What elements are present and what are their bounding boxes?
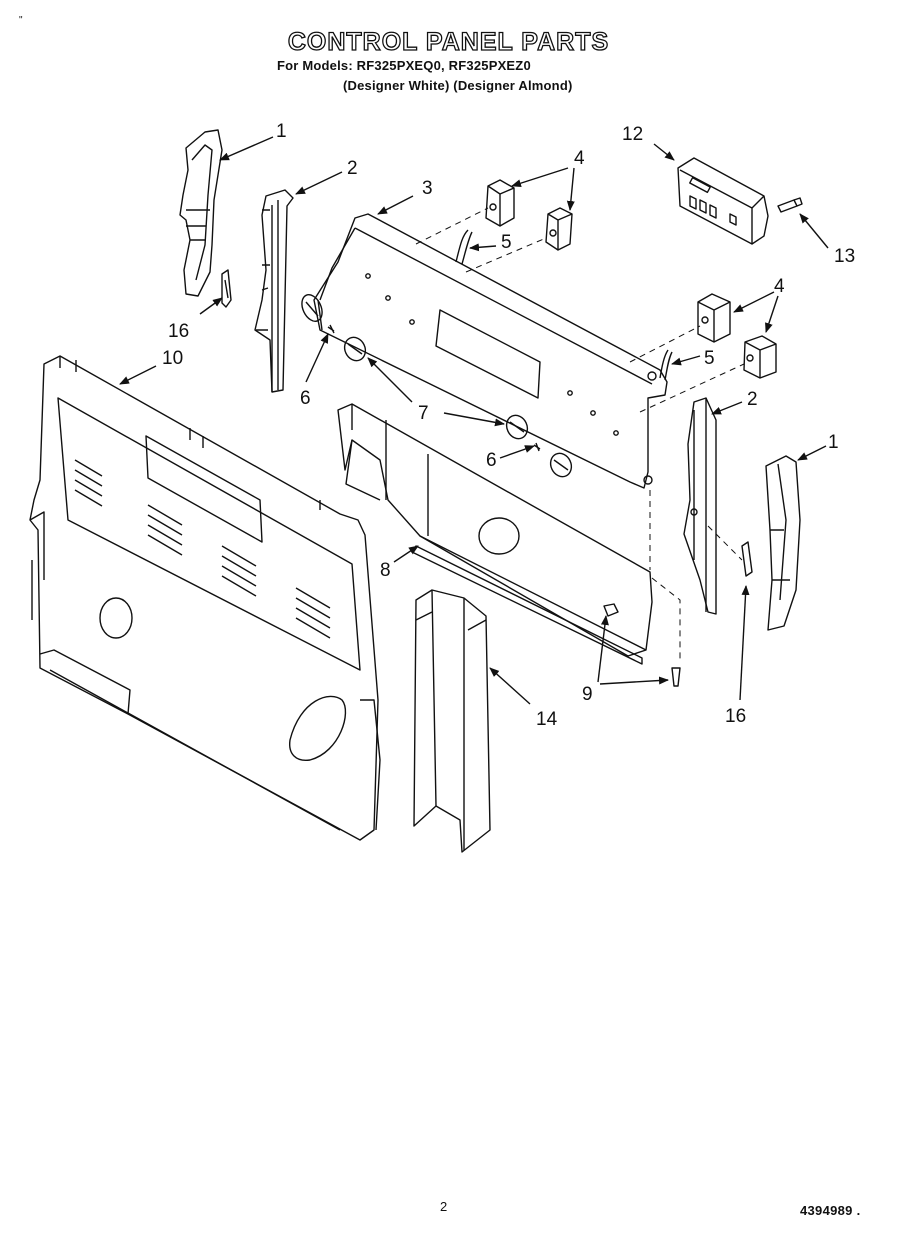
callout-6-mid: 6 (486, 450, 497, 471)
callout-3: 3 (422, 178, 433, 199)
callout-16-right: 16 (725, 706, 746, 727)
part-12-clock-display (677, 157, 769, 245)
part-14-strip (413, 589, 491, 853)
callout-14: 14 (536, 709, 558, 730)
part-16-left-clip (221, 269, 232, 308)
callout-13: 13 (834, 246, 855, 267)
page-number: 2 (440, 1199, 448, 1214)
callout-12: 12 (622, 124, 643, 145)
callout-10: 10 (162, 348, 183, 369)
document-number: 4394989 . (800, 1203, 861, 1218)
part-1-left-end-cap (179, 129, 223, 297)
part-10-back-panel (29, 355, 381, 841)
callout-1-left: 1 (276, 121, 287, 142)
part-2-left-bracket (254, 189, 294, 393)
callout-8: 8 (380, 560, 391, 581)
part-4-switches-right (697, 293, 777, 379)
callout-7: 7 (418, 403, 429, 424)
callout-4-top: 4 (574, 148, 585, 169)
callout-6-left: 6 (300, 388, 311, 409)
part-9-screws (603, 603, 681, 687)
variants-line: (Designer White) (Designer Almond) (343, 78, 573, 93)
callout-5-right: 5 (704, 348, 715, 369)
callout-arrows (119, 136, 829, 705)
callout-2-left: 2 (347, 158, 358, 179)
callout-1-right: 1 (828, 432, 839, 453)
part-6-screws (327, 324, 541, 452)
part-1-right-end-cap (765, 455, 801, 631)
callout-2-right: 2 (747, 389, 758, 410)
part-7-knobs (301, 294, 573, 478)
part-3-control-panel (313, 213, 668, 489)
callout-4-right: 4 (774, 276, 785, 297)
page-title: CONTROL PANEL PARTS (287, 27, 610, 56)
part-4-switches-upper (485, 179, 573, 251)
callout-9: 9 (582, 684, 593, 705)
header: " CONTROL PANEL PARTS For Models: RF325P… (0, 0, 897, 110)
models-line: For Models: RF325PXEQ0, RF325PXEZ0 (277, 58, 531, 73)
callout-labels: 1 2 3 4 5 12 13 16 10 6 7 4 5 2 1 6 8 9 … (162, 121, 855, 730)
alignment-dashed-lines (415, 207, 745, 662)
part-13-screw (777, 197, 803, 213)
callout-5-top: 5 (501, 232, 512, 253)
part-16-right-clip (741, 541, 753, 577)
corner-mark: " (19, 15, 23, 26)
part-5-wire-harness (455, 229, 673, 381)
callout-16-left: 16 (168, 321, 189, 342)
part-2-right-bracket (683, 397, 717, 615)
